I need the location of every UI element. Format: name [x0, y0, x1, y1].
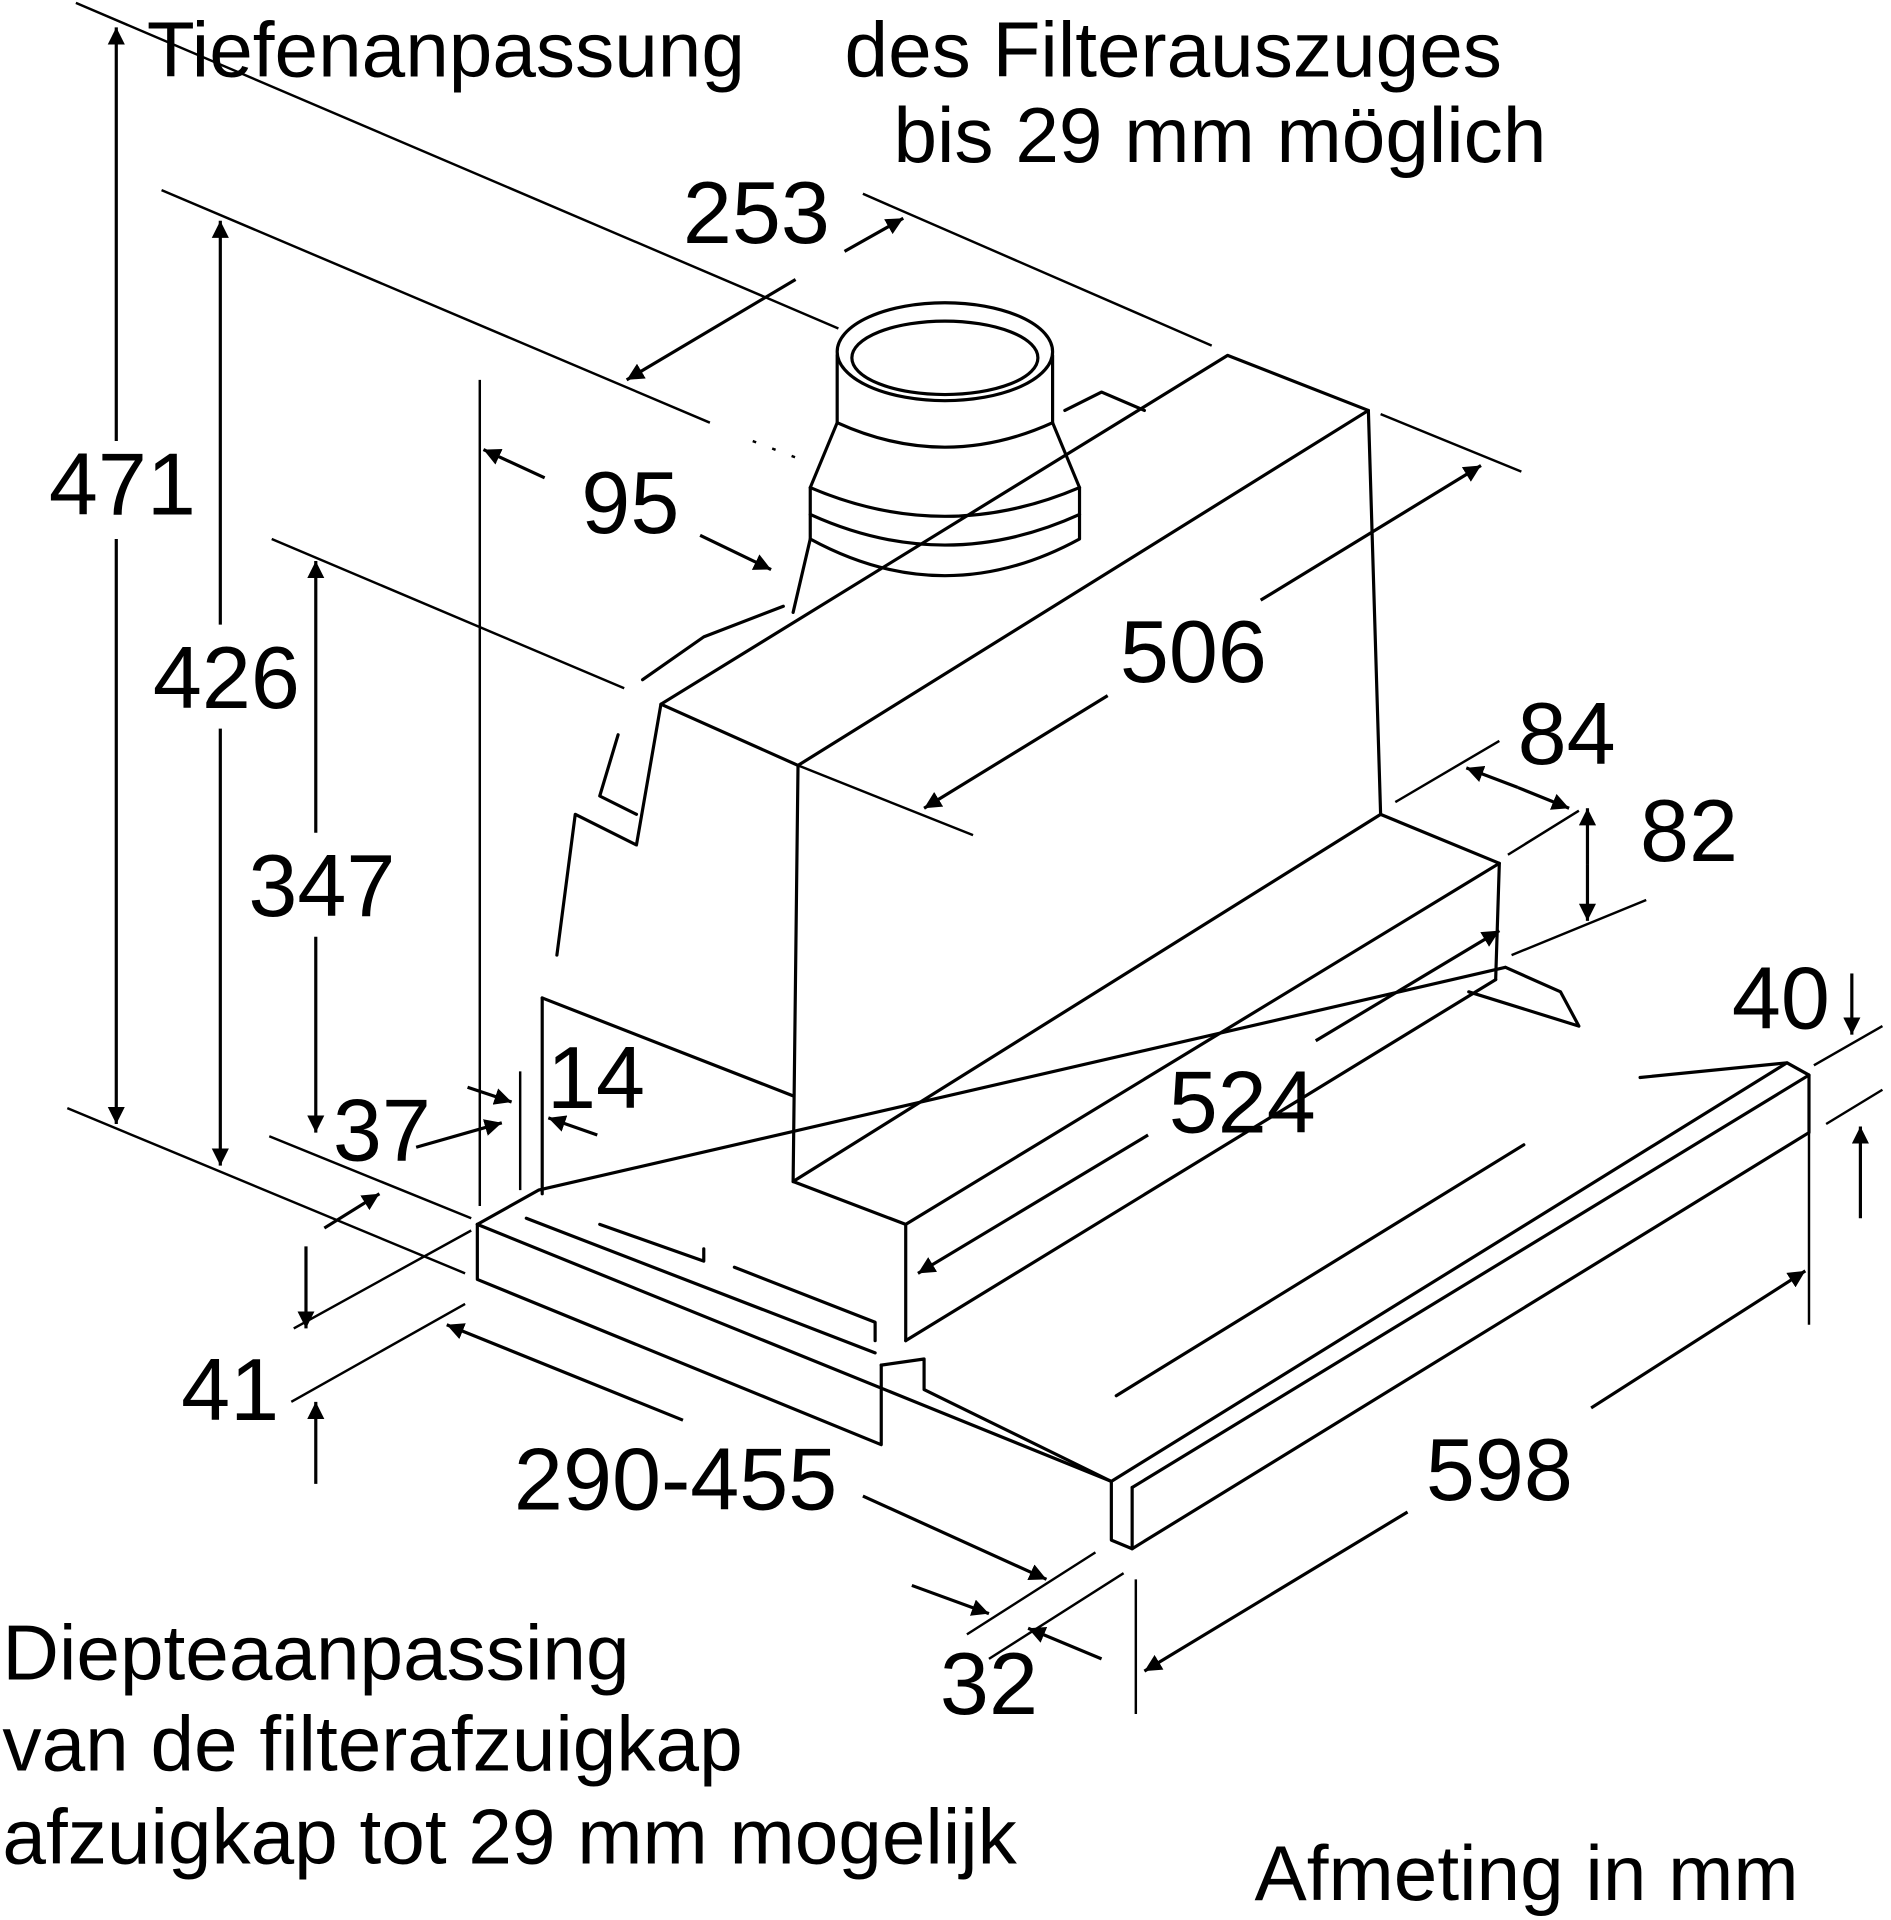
note-dutch: Diepteaanpassing van de filterafzuigkap …	[2, 1609, 1017, 1881]
note-german-line-2: des Filterauszuges	[845, 5, 1502, 93]
extension-lines	[66, 1, 1884, 1714]
units-note: Afmeting in mm	[1255, 1829, 1799, 1917]
note-dutch-line-3: afzuigkap tot 29 mm mogelijk	[2, 1792, 1017, 1880]
dim-471: 471	[49, 434, 196, 533]
dimension-lines	[107, 27, 1869, 1673]
dim-82: 82	[1640, 781, 1738, 880]
dim-84: 84	[1518, 684, 1616, 783]
dim-253: 253	[683, 163, 830, 262]
dim-95: 95	[581, 453, 679, 552]
dim-32: 32	[940, 1634, 1038, 1733]
dim-40: 40	[1732, 949, 1830, 1048]
note-german-line-1: Tiefenanpassung	[147, 5, 745, 93]
note-german-line-3: bis 29 mm möglich	[893, 91, 1546, 179]
dim-524: 524	[1169, 1053, 1316, 1152]
dim-37: 37	[333, 1081, 431, 1180]
dim-347: 347	[248, 836, 395, 935]
dim-41: 41	[181, 1340, 279, 1439]
hood-body	[475, 353, 1811, 1551]
note-german: Tiefenanpassung des Filterauszuges bis 2…	[147, 5, 1547, 179]
note-dutch-line-2: van de filterafzuigkap	[2, 1699, 742, 1787]
dim-506: 506	[1120, 602, 1267, 701]
note-dutch-line-1: Diepteaanpassing	[2, 1609, 629, 1697]
dim-14: 14	[547, 1028, 645, 1127]
dim-598: 598	[1426, 1420, 1573, 1519]
exhaust-duct	[791, 301, 1082, 614]
dim-426: 426	[153, 628, 300, 727]
dimension-labels: 253 95 471 426 347 506 84 82 40 524 14 3…	[49, 163, 1830, 1733]
dim-290-455: 290-455	[514, 1430, 837, 1529]
